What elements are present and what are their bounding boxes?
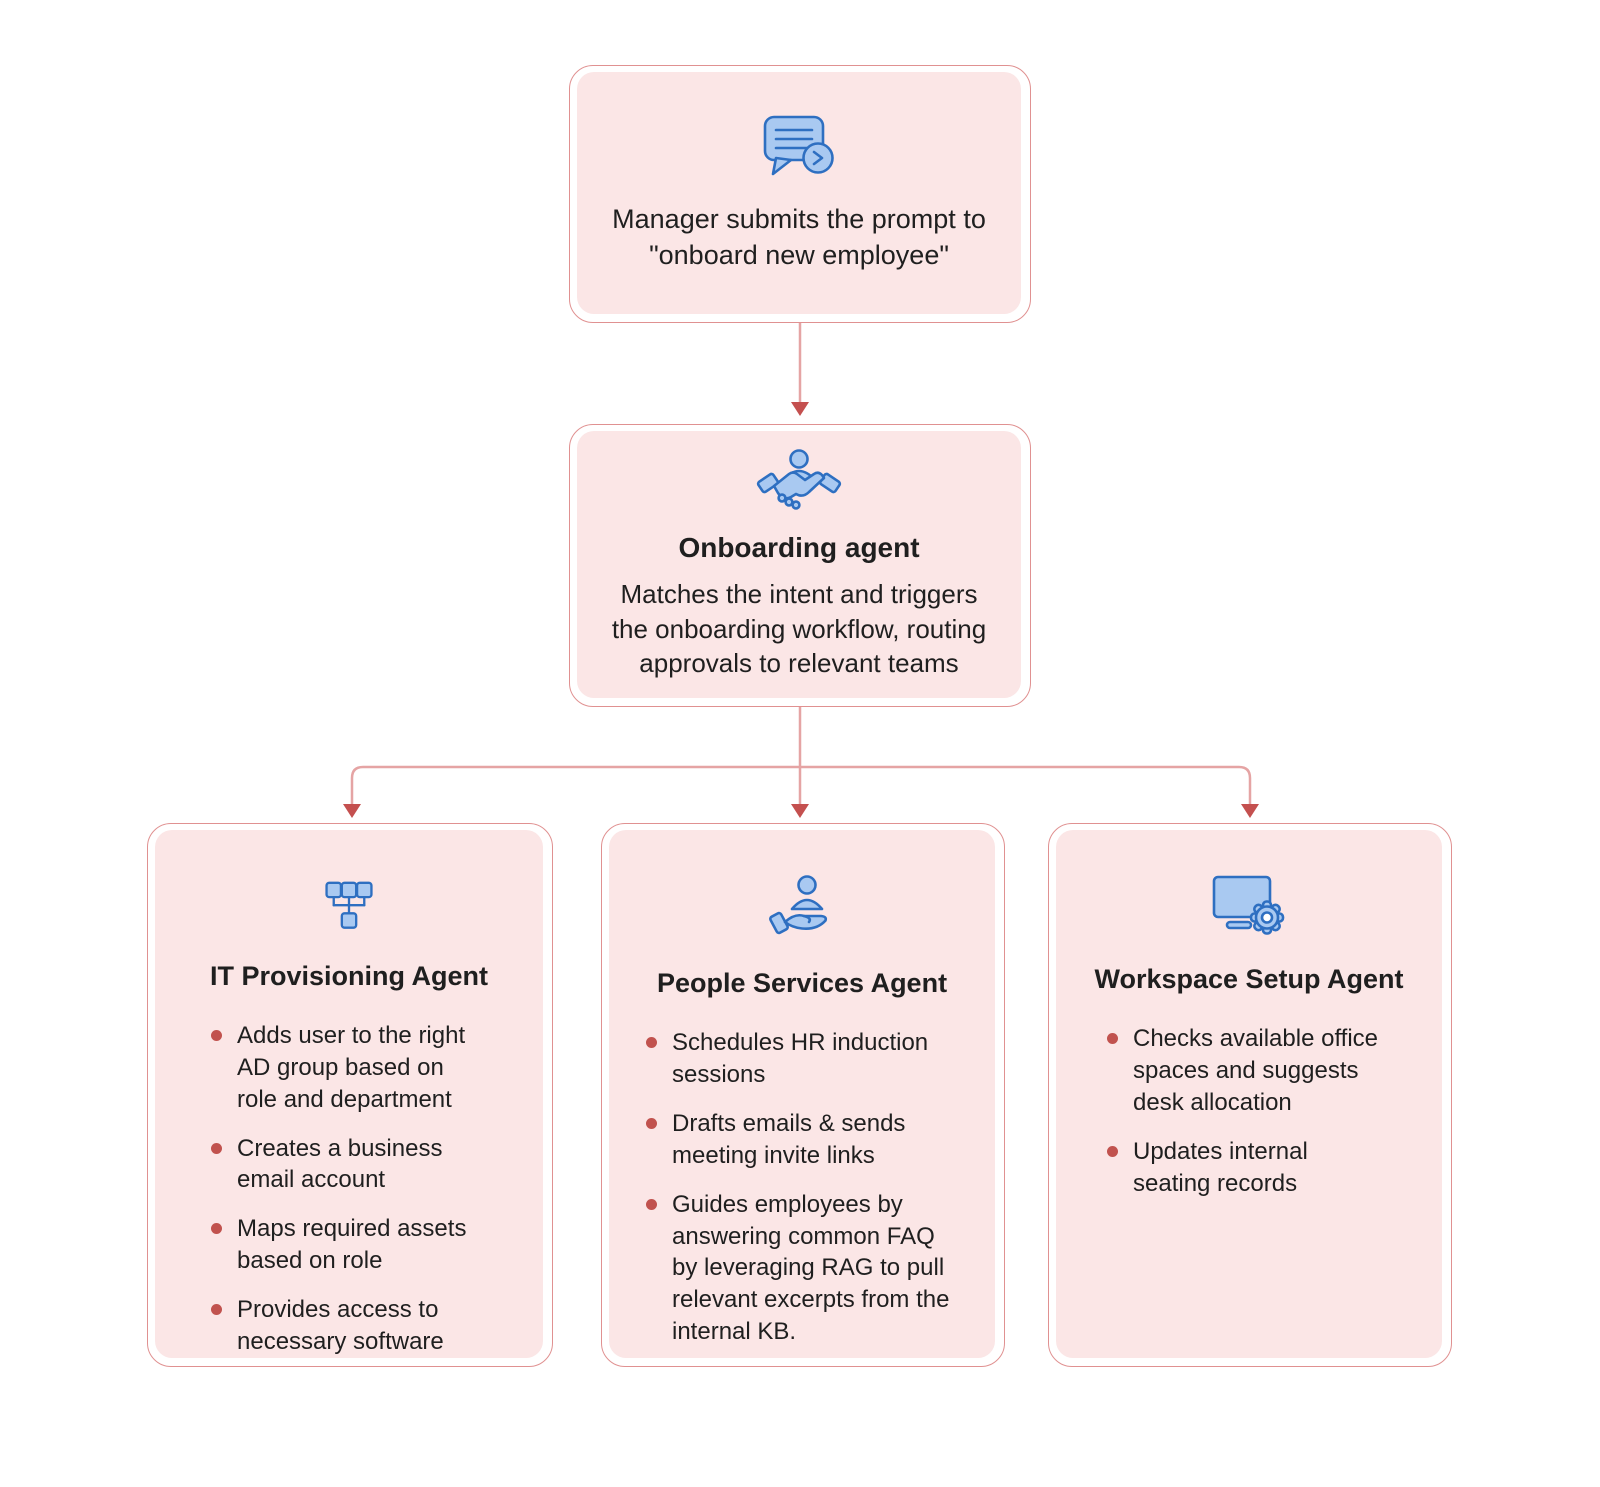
workspace-setup-agent-card: Workspace Setup Agent Checks available o… [1048,823,1452,1367]
bullet-dot [1107,1033,1118,1044]
chat-prompt-icon [763,115,834,176]
bullet-dot [646,1198,657,1210]
bullet-dot [211,1029,222,1041]
list-item: Creates a business email account [211,1133,487,1197]
arrowhead-left-agent [343,804,361,818]
arrowhead-right-agent [1241,804,1259,818]
bullet-dot [646,1117,657,1129]
it-provisioning-agent-title: IT Provisioning Agent [209,960,488,991]
manager-prompt-text: Manager submits the prompt to "onboard n… [612,203,986,270]
it-provisioning-bullets: Adds user to the right AD group based on… [211,1020,487,1358]
list-item: Drafts emails & sends meeting invite lin… [646,1108,958,1172]
list-item: Provides access to necessary software [211,1294,487,1358]
list-item: Schedules HR induction sessions [646,1027,958,1091]
bullet-dot [1107,1145,1118,1157]
gear [1249,900,1285,935]
list-item: Updates internal seating records [1107,1136,1391,1200]
bullet-dot [211,1304,222,1316]
arrowhead-middle-agent [791,804,809,818]
onboarding-agent-card: Onboarding agent Matches the intent and … [569,424,1031,707]
arrowhead-onboarding [791,402,809,416]
person-care-icon [769,875,828,935]
it-provisioning-agent-card: IT Provisioning Agent Adds user to the r… [147,823,553,1367]
manager-prompt-card: Manager submits the prompt to "onboard n… [569,65,1031,323]
list-item: Checks available office spaces and sugge… [1107,1023,1391,1119]
list-item: Guides employees by answering common FAQ… [646,1189,958,1349]
onboarding-agent-description: Matches the intent and triggers the onbo… [611,578,987,679]
people-services-agent-title: People Services Agent [656,968,948,998]
people-services-agent-card: People Services Agent Schedules HR induc… [601,823,1005,1367]
bullet-dot [211,1142,222,1154]
bullet-dot [646,1037,657,1048]
onboarding-agent-title: Onboarding agent [678,531,920,563]
list-item: Maps required assets based on role [211,1213,487,1277]
connector-rail [350,765,1252,804]
list-item: Adds user to the right AD group based on… [211,1020,487,1116]
workspace-setup-agent-title: Workspace Setup Agent [1094,964,1404,994]
sitemap-icon [325,881,373,929]
monitor-gear-icon [1212,875,1285,935]
bullet-dot [211,1223,222,1235]
workspace-setup-bullets: Checks available office spaces and sugge… [1107,1023,1391,1200]
handshake-icon [756,448,842,510]
people-services-bullets: Schedules HR induction sessions Drafts e… [646,1027,958,1348]
